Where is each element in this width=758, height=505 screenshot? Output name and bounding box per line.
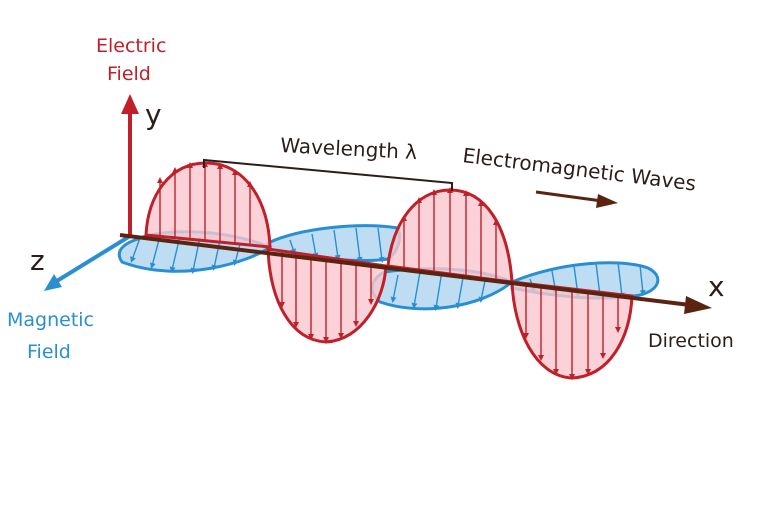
electric-lobe-1 (144, 161, 272, 249)
arrow-right-icon (596, 194, 618, 208)
y-axis (121, 94, 139, 236)
magnetic-field-label-line2: Field (27, 341, 71, 363)
electric-field-label-line1: Electric (96, 35, 166, 57)
y-axis-label: y (145, 98, 162, 131)
x-axis-label: x (708, 270, 725, 303)
arrow-right-icon (684, 296, 712, 314)
wavelength-bracket (203, 158, 453, 191)
wavelength-label: Wavelength λ (280, 133, 418, 164)
electric-lobe-2 (266, 247, 388, 344)
electric-field-vectors (157, 161, 621, 380)
magnetic-field-label-line1: Magnetic (7, 309, 94, 331)
z-axis (44, 234, 132, 291)
em-waves-label: Electromagnetic Waves (461, 143, 697, 195)
arrow-up-icon (121, 94, 139, 114)
electric-field-label-line2: Field (107, 63, 151, 85)
x-axis (119, 233, 712, 314)
electric-field-wave (144, 161, 634, 380)
arrow-down-left-icon (44, 274, 62, 291)
z-axis-label: z (30, 244, 45, 277)
wave-direction-arrow (535, 190, 618, 208)
direction-label: Direction (648, 330, 734, 352)
